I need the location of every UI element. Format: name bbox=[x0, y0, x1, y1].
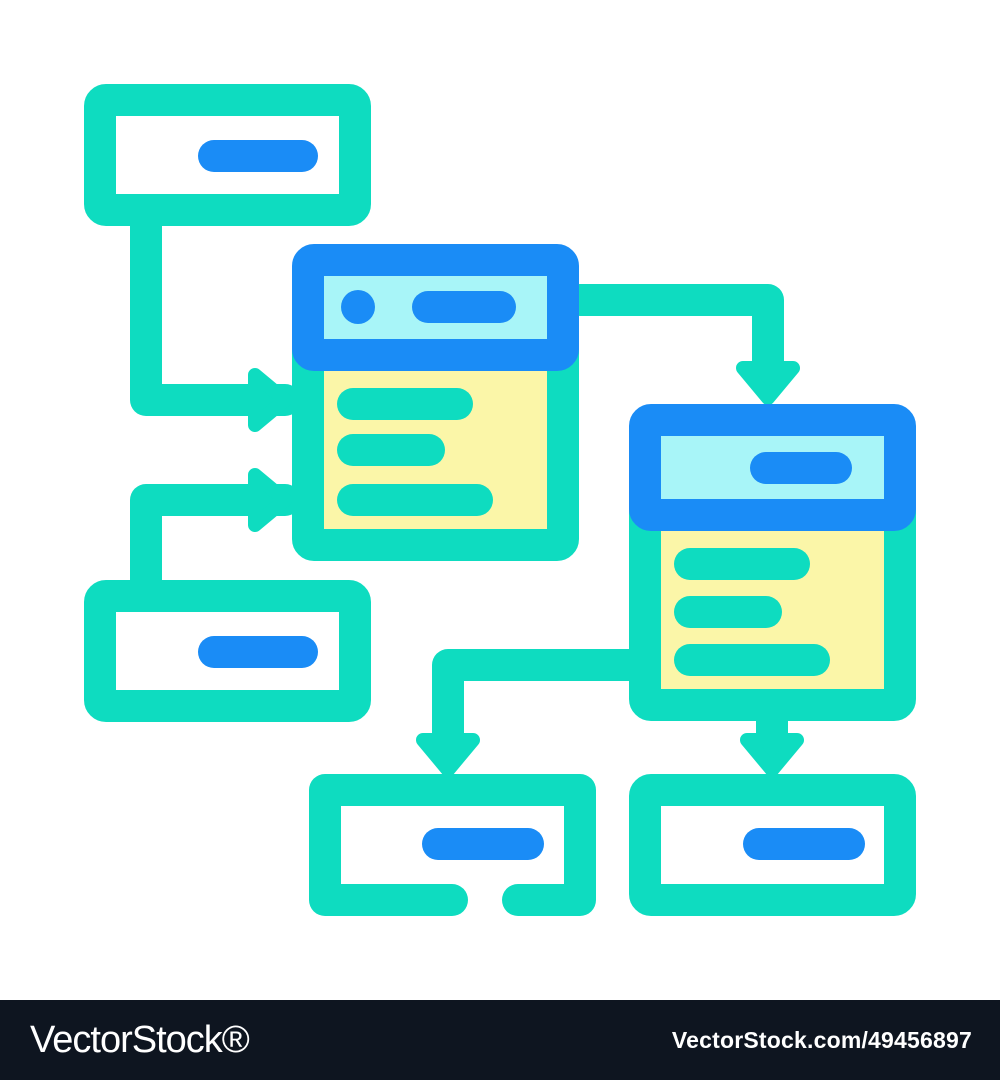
text-line bbox=[337, 434, 445, 466]
flowchart-diagram bbox=[84, 84, 916, 916]
box-outline bbox=[309, 774, 596, 916]
text-line bbox=[337, 484, 493, 516]
arrow-down-icon bbox=[416, 733, 480, 777]
connector-window-to-right-window bbox=[564, 284, 784, 391]
window-panel-right bbox=[629, 404, 916, 721]
arrow-right-icon bbox=[248, 368, 292, 432]
box-label-bar bbox=[198, 140, 318, 172]
text-line bbox=[674, 596, 782, 628]
process-box-top bbox=[84, 84, 371, 226]
process-box-bottom-right bbox=[629, 774, 916, 916]
text-line bbox=[674, 644, 830, 676]
arrowheads bbox=[248, 361, 804, 777]
box-label-bar bbox=[743, 828, 865, 860]
process-box-left bbox=[84, 580, 371, 722]
window-panel-center bbox=[292, 244, 579, 561]
text-line bbox=[674, 548, 810, 580]
box-label-bar bbox=[198, 636, 318, 668]
brand-logo-text: VectorStock® bbox=[30, 1018, 250, 1061]
stock-id-text: VectorStock.com/49456897 bbox=[671, 1026, 972, 1053]
connector-left-box-to-window bbox=[130, 484, 301, 606]
process-box-bottom-left bbox=[309, 774, 596, 916]
connector-top-box-to-window bbox=[130, 199, 301, 416]
window-title-bar bbox=[750, 452, 852, 484]
window-dot-icon bbox=[341, 290, 375, 324]
arrow-down-icon bbox=[740, 733, 804, 777]
window-title-bar bbox=[412, 291, 516, 323]
box-label-bar bbox=[422, 828, 544, 860]
connector-right-window-to-bottom-left bbox=[432, 649, 646, 766]
connector-lines bbox=[130, 199, 788, 766]
arrow-down-icon bbox=[736, 361, 800, 405]
watermark-footer: VectorStock® VectorStock.com/49456897 bbox=[0, 1000, 1000, 1080]
arrow-right-icon bbox=[248, 468, 292, 532]
text-line bbox=[337, 388, 473, 420]
